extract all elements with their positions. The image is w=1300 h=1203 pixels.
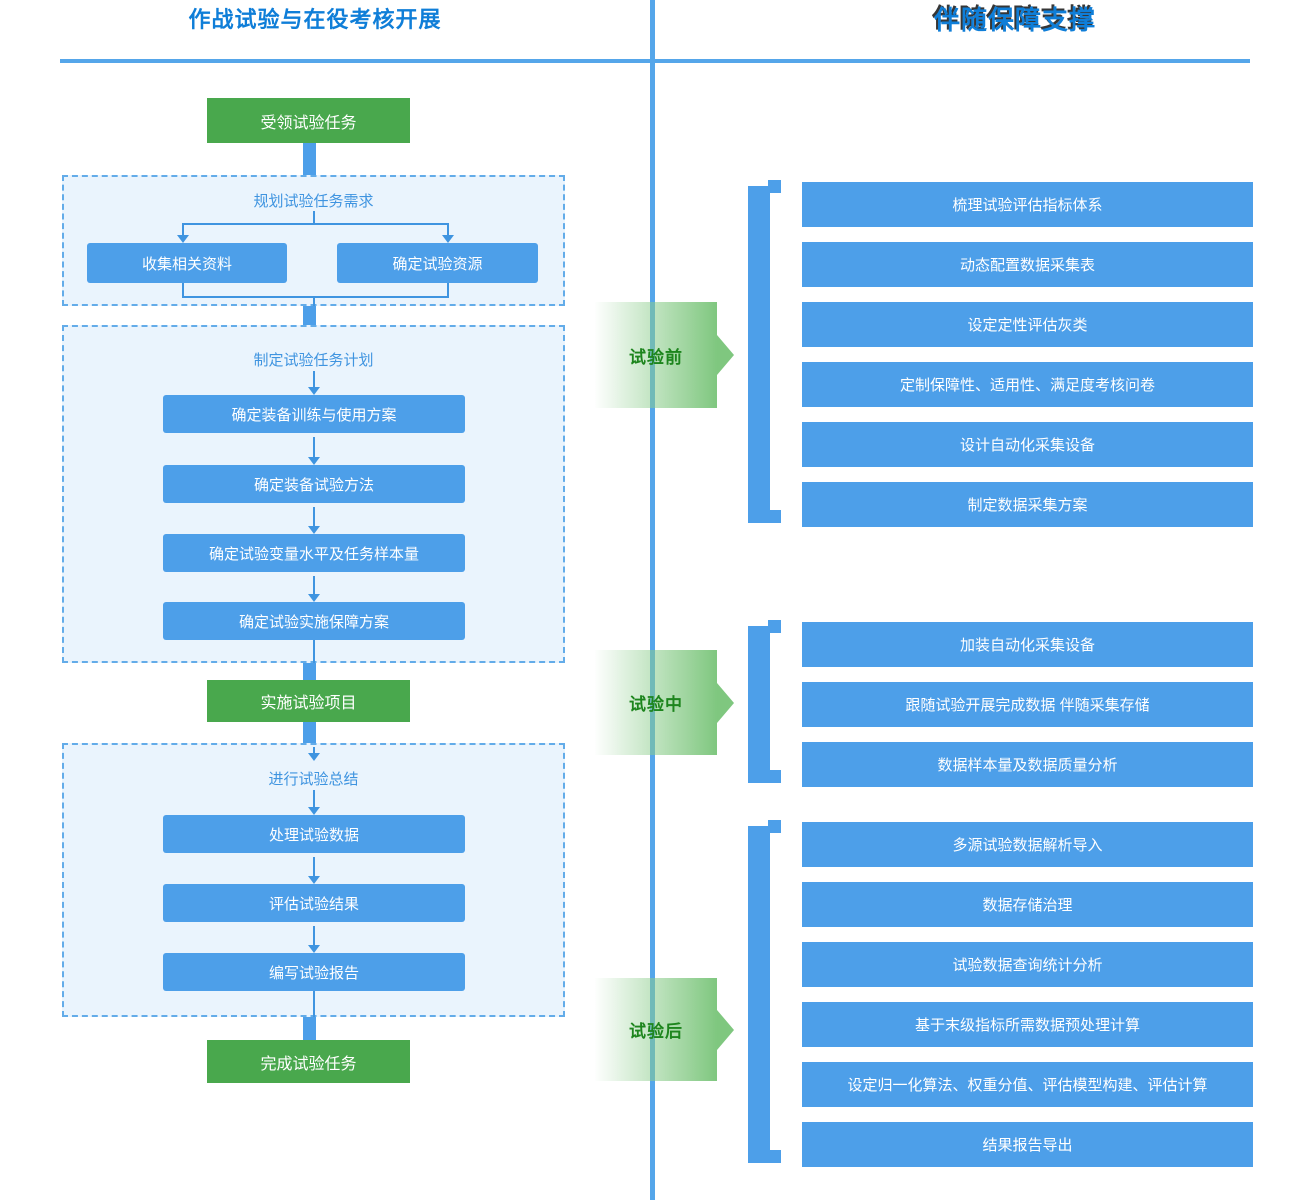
column-divider-line: [650, 0, 655, 1200]
support-task-box: 制定数据采集方案: [802, 482, 1253, 527]
connector-line: [313, 437, 315, 458]
arrow-down-icon: [308, 387, 320, 395]
task-box: 确定装备试验方法: [163, 465, 465, 503]
connector-line: [182, 223, 449, 225]
support-task-box: 试验数据查询统计分析: [802, 942, 1253, 987]
arrow-down-icon: [308, 807, 320, 815]
phase-arrow-before-test: 试验前: [595, 302, 734, 408]
arrow-down-icon: [308, 876, 320, 884]
group-bracket: [748, 186, 770, 523]
stage-title: 制定试验任务计划: [253, 352, 374, 369]
connector-line: [182, 223, 184, 236]
bracket-tab: [768, 1150, 781, 1163]
connector-line: [313, 926, 315, 946]
support-task-box: 跟随试验开展完成数据 伴随采集存储: [802, 682, 1253, 727]
flow-connector: [303, 1017, 316, 1041]
task-box: 确定试验变量水平及任务样本量: [163, 534, 465, 572]
support-task-box: 梳理试验评估指标体系: [802, 182, 1253, 227]
support-task-box: 动态配置数据采集表: [802, 242, 1253, 287]
header-rule: [60, 59, 1250, 63]
node-implement-test-project: 实施试验项目: [207, 680, 410, 722]
bracket-tab: [768, 770, 781, 783]
connector-line: [313, 640, 315, 663]
connector-line: [313, 507, 315, 527]
stage-title: 进行试验总结: [268, 771, 359, 788]
stage-title: 规划试验任务需求: [253, 193, 374, 210]
task-box: 确定试验实施保障方案: [163, 602, 465, 640]
connector-line: [313, 747, 315, 755]
connector-line: [182, 283, 184, 298]
flow-connector: [303, 722, 316, 743]
connector-line: [313, 211, 315, 224]
node-receive-test-task: 受领试验任务: [207, 98, 410, 143]
support-task-box: 多源试验数据解析导入: [802, 822, 1253, 867]
connector-line: [313, 576, 315, 595]
task-box: 收集相关资料: [87, 243, 287, 283]
connector-line: [313, 857, 315, 877]
phase-arrow-during-test: 试验中: [595, 650, 734, 755]
arrow-down-icon: [442, 235, 454, 243]
task-box: 确定试验资源: [337, 243, 538, 283]
task-box: 评估试验结果: [163, 884, 465, 922]
arrow-down-icon: [177, 235, 189, 243]
arrow-down-icon: [308, 753, 320, 761]
arrow-down-icon: [308, 526, 320, 534]
support-task-box: 数据样本量及数据质量分析: [802, 742, 1253, 787]
support-task-box: 加装自动化采集设备: [802, 622, 1253, 667]
phase-arrow-after-test: 试验后: [595, 978, 734, 1081]
support-task-box: 结果报告导出: [802, 1122, 1253, 1167]
node-complete-test-task: 完成试验任务: [207, 1040, 410, 1083]
bracket-tab: [768, 620, 781, 633]
support-task-box: 基于末级指标所需数据预处理计算: [802, 1002, 1253, 1047]
connector-line: [182, 296, 449, 298]
bracket-tab: [768, 180, 781, 193]
support-task-box: 设定定性评估灰类: [802, 302, 1253, 347]
support-task-box: 定制保障性、适用性、满足度考核问卷: [802, 362, 1253, 407]
connector-line: [313, 371, 315, 388]
support-task-box: 设计自动化采集设备: [802, 422, 1253, 467]
bracket-tab: [768, 510, 781, 523]
task-box: 处理试验数据: [163, 815, 465, 853]
arrow-down-icon: [308, 457, 320, 465]
left-column-title: 作战试验与在役考核开展: [188, 7, 442, 32]
task-box: 确定装备训练与使用方案: [163, 395, 465, 433]
connector-line: [447, 223, 449, 236]
flow-connector: [303, 306, 316, 326]
group-bracket: [748, 826, 770, 1163]
bracket-tab: [768, 820, 781, 833]
connector-line: [447, 283, 449, 298]
connector-line: [313, 991, 315, 1017]
connector-line: [313, 296, 315, 307]
flow-connector: [303, 143, 316, 176]
right-column-title: 伴随保障支撑: [933, 5, 1096, 35]
arrow-down-icon: [308, 945, 320, 953]
flow-connector: [303, 663, 316, 681]
arrow-down-icon: [308, 594, 320, 602]
task-box: 编写试验报告: [163, 953, 465, 991]
group-bracket: [748, 626, 770, 783]
support-task-box: 数据存储治理: [802, 882, 1253, 927]
support-task-box: 设定归一化算法、权重分值、评估模型构建、评估计算: [802, 1062, 1253, 1107]
connector-line: [313, 790, 315, 808]
